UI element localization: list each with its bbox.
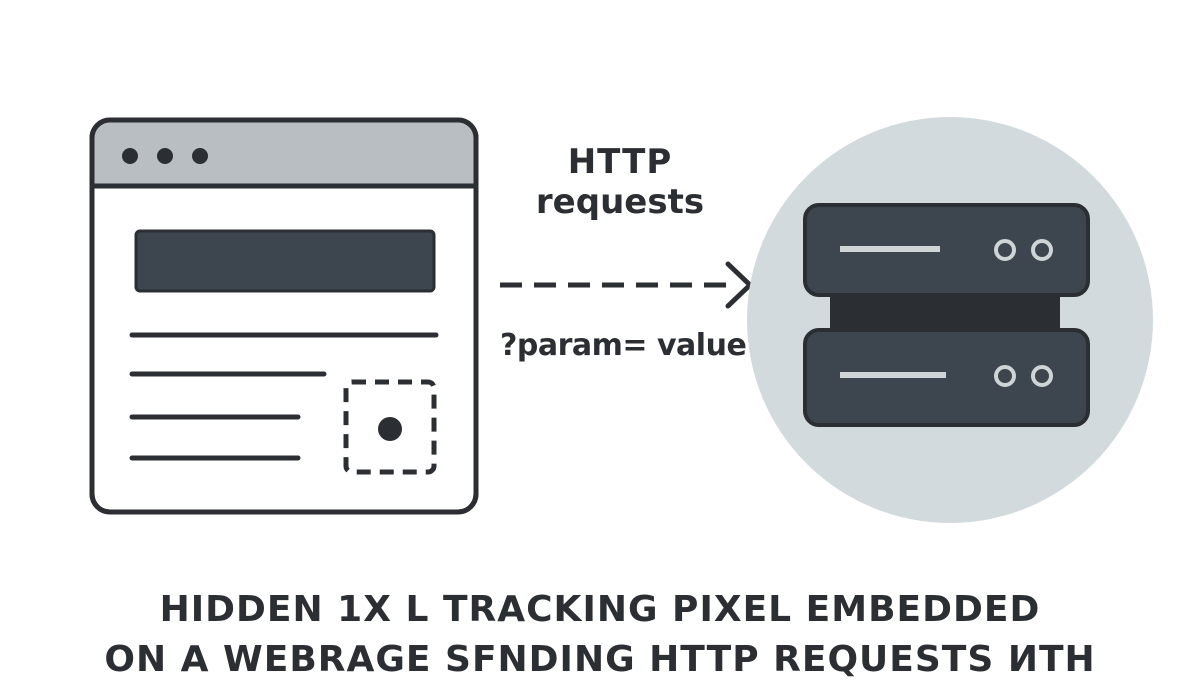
server-bottom-led-1 (994, 365, 1016, 387)
caption-line2: ON A WEBRAGE SFNDING HTTP REQUESTS ИTH (104, 639, 1096, 680)
server-top-led-1 (994, 239, 1016, 261)
caption-line1: HIDDEN 1X L TRACKING PIXEL EMBEDDED (159, 589, 1041, 630)
server-stack-icon (803, 203, 1090, 427)
param-label: ?param= value (500, 328, 747, 363)
window-dot-2 (157, 148, 173, 164)
dashed-arrow-icon (500, 261, 753, 309)
window-dot-3 (192, 148, 208, 164)
header-block (134, 229, 436, 293)
window-dot-1 (122, 148, 138, 164)
browser-window-icon (89, 117, 479, 515)
server-unit-bottom (803, 328, 1090, 427)
server-unit-top (803, 203, 1090, 297)
http-requests-label: HTTP requests (520, 142, 720, 222)
tracking-pixel-icon (343, 379, 437, 475)
server-connector (830, 292, 1060, 334)
http-label-line1: HTTP (567, 142, 673, 182)
server-bottom-led-2 (1031, 365, 1053, 387)
http-label-line2: requests (535, 182, 705, 222)
server-top-led-2 (1031, 239, 1053, 261)
caption: HIDDEN 1X L TRACKING PIXEL EMBEDDED ON A… (0, 585, 1200, 685)
